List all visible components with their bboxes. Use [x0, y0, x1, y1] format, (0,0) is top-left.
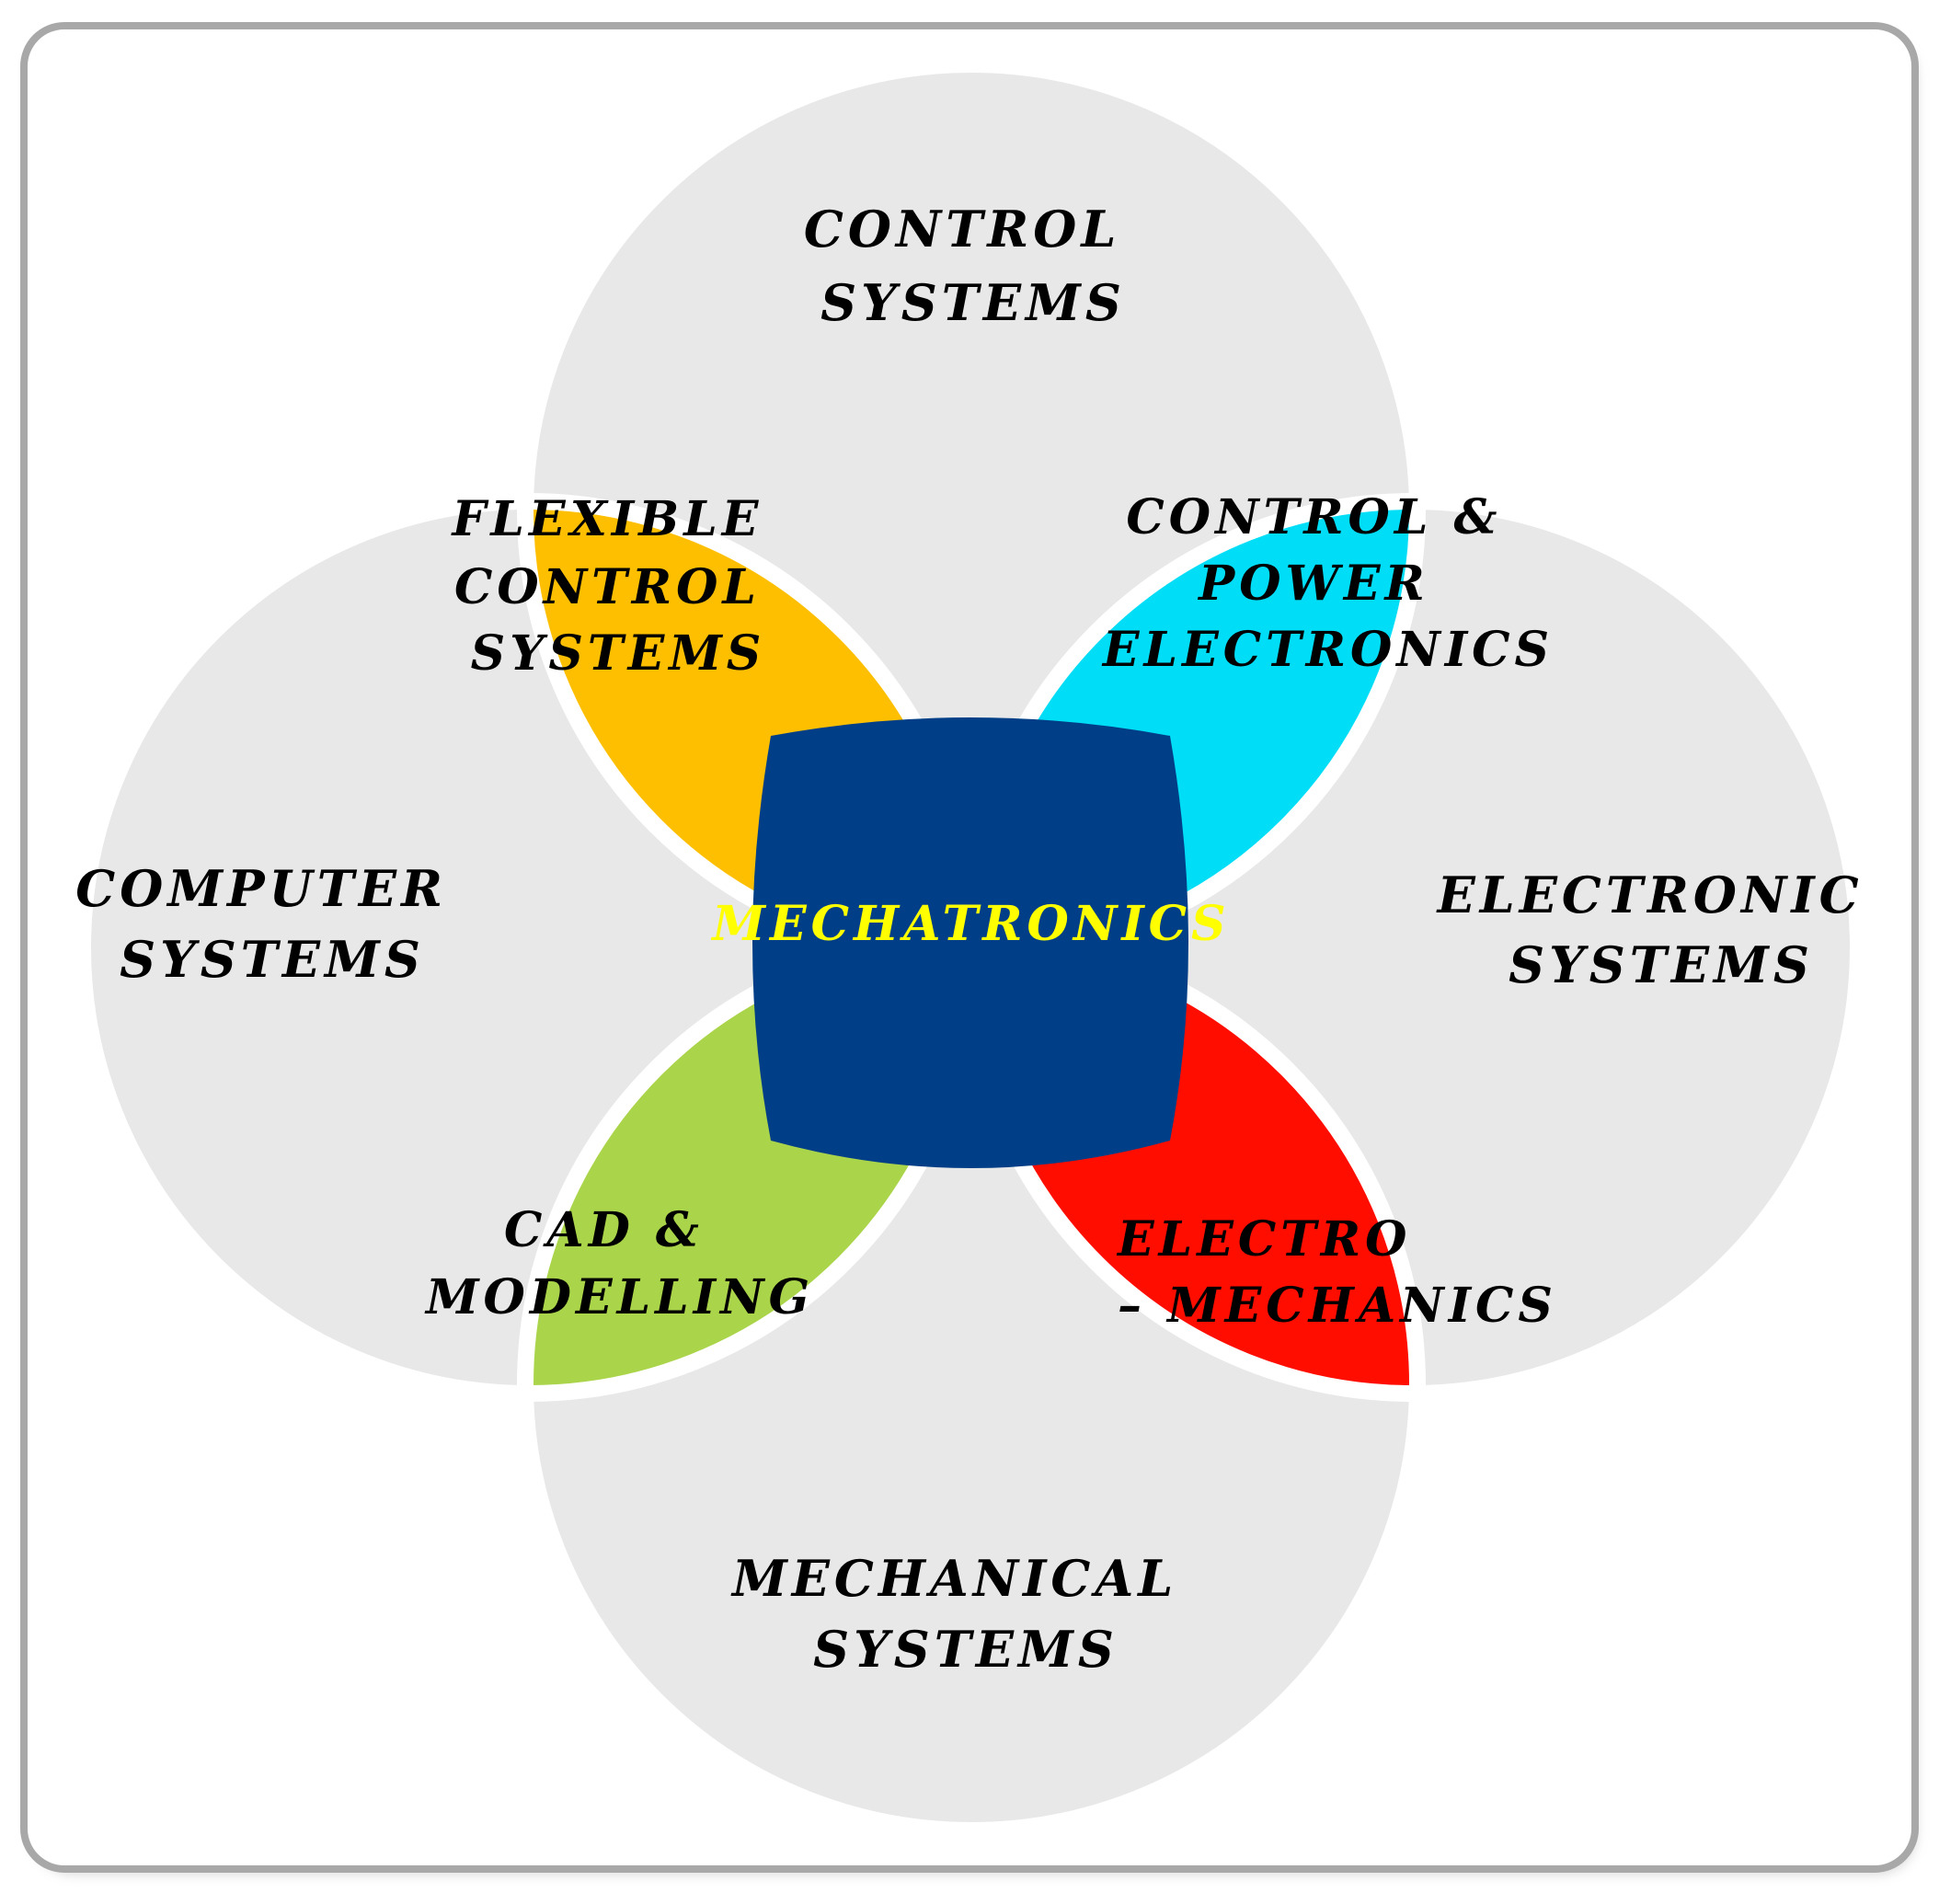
- label-line: CAD &: [504, 1202, 704, 1258]
- label-line: COMPUTER: [75, 859, 447, 918]
- label-line: CONTROL &: [1126, 489, 1501, 545]
- label-cad-modelling: CAD & MODELLING: [424, 1202, 814, 1325]
- label-line: SYSTEMS: [813, 1620, 1119, 1679]
- label-line: ELECTRONIC: [1436, 866, 1864, 924]
- mechatronics-center-block: [752, 717, 1188, 1168]
- label-flexible-control-systems: FLEXIBLE CONTROL SYSTEMS: [450, 491, 784, 682]
- label-electronic-systems: ELECTRONIC SYSTEMS: [1436, 866, 1886, 994]
- label-line: POWER: [1197, 556, 1429, 612]
- label-line: SYSTEMS: [820, 273, 1126, 332]
- label-electro-mechanics: ELECTRO – MECHANICS: [1116, 1211, 1557, 1334]
- label-line: ELECTRONICS: [1101, 622, 1554, 678]
- label-control-systems: CONTROL SYSTEMS: [804, 200, 1142, 332]
- label-line: SYSTEMS: [120, 930, 425, 989]
- label-line: – MECHANICS: [1118, 1278, 1557, 1334]
- label-computer-systems: COMPUTER SYSTEMS: [75, 859, 469, 989]
- label-control-power-electronics: CONTROL & POWER ELECTRONICS: [1101, 489, 1554, 678]
- label-mechanical-systems: MECHANICAL SYSTEMS: [730, 1549, 1199, 1679]
- label-line: CONTROL: [804, 200, 1120, 258]
- label-line: SYSTEMS: [471, 625, 766, 682]
- label-line: CONTROL: [454, 559, 761, 615]
- label-line: MODELLING: [424, 1269, 814, 1325]
- label-line: MECHANICAL: [730, 1549, 1177, 1608]
- label-line: SYSTEMS: [1509, 935, 1814, 994]
- label-line: FLEXIBLE: [450, 491, 763, 547]
- mechatronics-label: MECHATRONICS: [710, 896, 1230, 952]
- label-line: ELECTRO: [1116, 1211, 1411, 1267]
